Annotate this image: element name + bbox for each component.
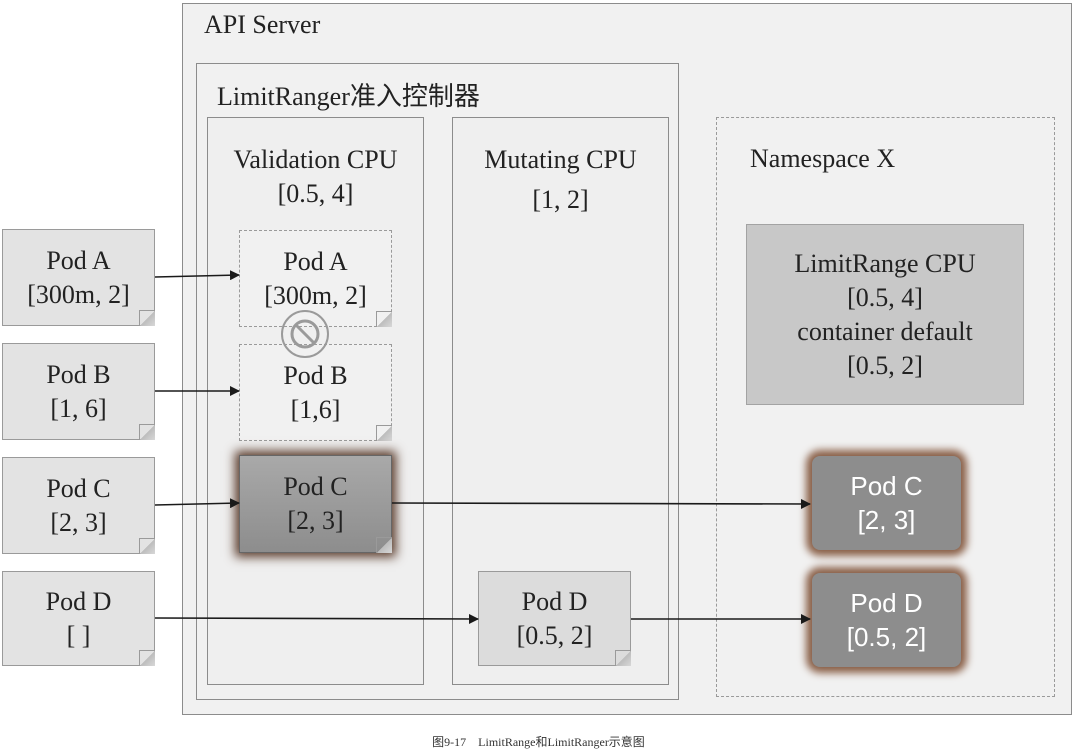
- pod-value: [1, 6]: [50, 393, 107, 423]
- reject-icon: [281, 310, 329, 358]
- validation-header: Validation CPU [0.5, 4]: [207, 143, 424, 211]
- validation-pod-b: Pod B [1,6]: [239, 344, 392, 441]
- limitrange-box: LimitRange CPU [0.5, 4] container defaul…: [746, 224, 1024, 405]
- pod-value: [300m, 2]: [27, 279, 130, 309]
- mutating-pod-d: Pod D [0.5, 2]: [478, 571, 631, 666]
- pod-value: [0.5, 2]: [846, 622, 927, 652]
- input-pod-d: Pod D [ ]: [2, 571, 155, 666]
- arrow-pod-d-in: [154, 613, 479, 624]
- limitranger-title: LimitRanger准入控制器: [217, 82, 480, 111]
- mutating-range: [1, 2]: [532, 185, 589, 214]
- pod-name: Pod C: [283, 472, 348, 501]
- namespace-box: [716, 117, 1055, 697]
- limitrange-default-label: container default: [797, 316, 973, 346]
- namespace-pod-c: Pod C [2, 3]: [812, 456, 961, 550]
- pod-name: Pod D: [45, 586, 112, 616]
- input-pod-c: Pod C [2, 3]: [2, 457, 155, 554]
- pod-name: Pod B: [283, 360, 348, 390]
- pod-value: [ ]: [66, 620, 91, 650]
- limitrange-default-range: [0.5, 2]: [847, 350, 923, 380]
- pod-name: Pod A: [46, 245, 111, 275]
- pod-value: [2, 3]: [857, 505, 916, 535]
- arrow-pod-c-out: [391, 498, 811, 509]
- pod-name: Pod D: [521, 586, 588, 616]
- namespace-pod-d: Pod D [0.5, 2]: [812, 573, 961, 667]
- pod-name: Pod A: [283, 246, 348, 276]
- pod-name: Pod B: [46, 359, 111, 389]
- validation-label: Validation CPU: [233, 145, 398, 174]
- validation-pod-a: Pod A [300m, 2]: [239, 230, 392, 327]
- mutating-label: Mutating CPU: [484, 145, 637, 174]
- validation-range: [0.5, 4]: [277, 179, 354, 208]
- pod-value: [2, 3]: [50, 507, 107, 537]
- validation-pod-c: Pod C [2, 3]: [239, 455, 392, 553]
- pod-name: Pod D: [850, 588, 923, 618]
- pod-name: Pod C: [46, 473, 111, 503]
- arrow-pod-a: [154, 270, 240, 281]
- arrow-pod-c-in: [154, 498, 240, 509]
- limitrange-label: LimitRange CPU: [794, 248, 976, 278]
- figure-caption: 图9-17 LimitRange和LimitRanger示意图: [432, 735, 645, 749]
- api-server-title: API Server: [204, 10, 321, 39]
- pod-name: Pod C: [850, 471, 923, 501]
- input-pod-a: Pod A [300m, 2]: [2, 229, 155, 326]
- pod-value: [1,6]: [290, 394, 341, 424]
- namespace-title: Namespace X: [750, 144, 896, 173]
- pod-value: [300m, 2]: [264, 280, 367, 310]
- limitrange-range: [0.5, 4]: [847, 282, 923, 312]
- pod-value: [2, 3]: [287, 506, 344, 535]
- mutating-header: Mutating CPU [1, 2]: [452, 143, 669, 217]
- input-pod-b: Pod B [1, 6]: [2, 343, 155, 440]
- pod-value: [0.5, 2]: [516, 620, 593, 650]
